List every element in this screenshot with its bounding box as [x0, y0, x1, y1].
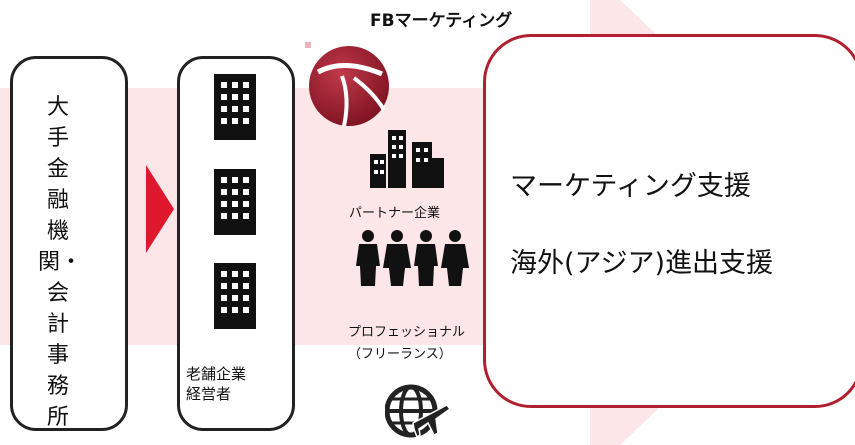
services-box: [483, 34, 855, 408]
office-building-icon: [214, 263, 256, 329]
professionals-label-line2: （フリーランス）: [348, 347, 452, 362]
financial-institutions-box: [10, 56, 128, 431]
company-logo-icon: [305, 42, 389, 127]
established-companies-label: 老舗企業 経営者: [186, 364, 286, 404]
overseas-expansion-support-text: 海外(アジア)進出支援: [510, 248, 773, 279]
globe-airplane-icon: [385, 384, 451, 439]
office-building-icon: [214, 169, 256, 235]
professionals-label-line1: プロフェッショナル: [348, 325, 466, 340]
red-arrow-icon: [146, 165, 174, 253]
professionals-people-icon: [356, 230, 469, 286]
established-companies-label-line2: 経営者: [186, 385, 232, 403]
office-building-icon: [214, 74, 256, 140]
partner-companies-icon: [370, 130, 444, 188]
established-companies-label-line1: 老舗企業: [186, 365, 247, 383]
company-name: FBマーケティング: [370, 11, 513, 31]
marketing-support-text: マーケティング支援: [510, 171, 751, 202]
partner-companies-label: パートナー企業: [349, 206, 441, 221]
financial-institutions-label: 大手金融機関・会計事務所: [38, 95, 83, 430]
